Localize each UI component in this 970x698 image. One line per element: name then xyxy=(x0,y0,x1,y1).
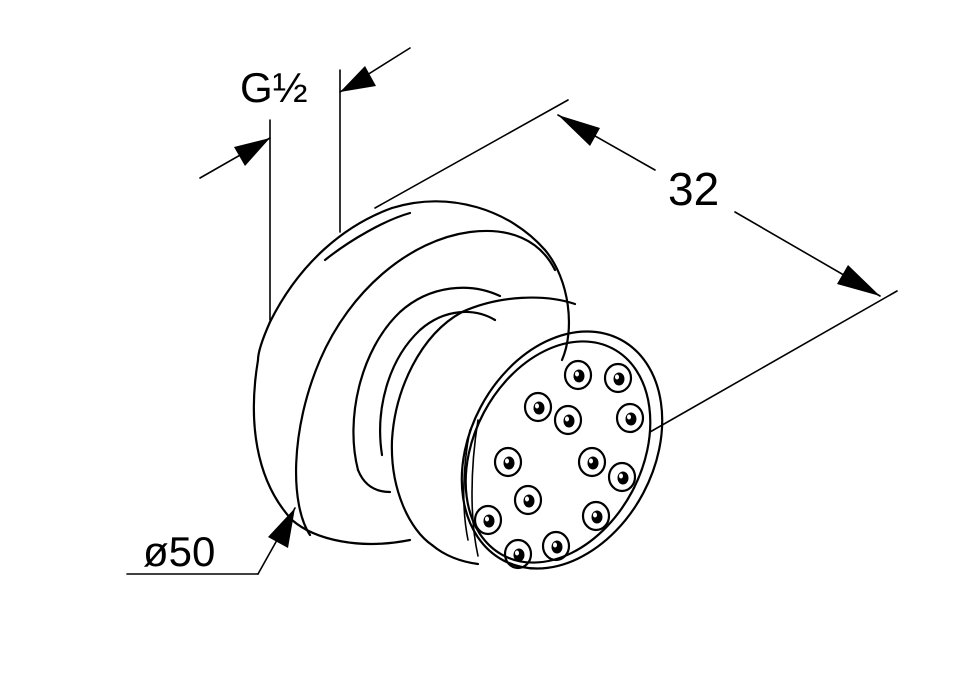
flange-front-rim xyxy=(390,200,571,362)
jet-body xyxy=(252,200,577,566)
spray-face-rim xyxy=(464,340,652,564)
nozzle xyxy=(615,402,645,434)
nozzle-ring xyxy=(513,484,543,516)
flange-rear-lip xyxy=(256,320,272,362)
nozzle xyxy=(541,530,571,562)
thread-label: G½ xyxy=(240,64,308,111)
neck-base xyxy=(356,468,392,494)
nozzle-highlight xyxy=(505,458,509,464)
nozzle xyxy=(581,500,611,532)
depth-label: 32 xyxy=(668,163,719,215)
nozzle-ring xyxy=(541,530,571,562)
nozzle-highlight xyxy=(575,371,579,377)
nozzle-ring xyxy=(615,402,645,434)
flange-edge xyxy=(290,518,412,546)
nozzle-highlight xyxy=(565,416,569,422)
arrowhead-front xyxy=(837,265,880,296)
extension-line-back xyxy=(374,99,569,209)
arrowhead-left xyxy=(234,138,270,166)
flange-inner-ring xyxy=(323,211,412,262)
nozzle-jet xyxy=(533,401,545,415)
nozzle-ring xyxy=(553,404,583,436)
nozzle-jet xyxy=(503,456,515,470)
nozzle xyxy=(607,461,637,493)
nozzle-highlight xyxy=(525,496,529,502)
nozzle-jet xyxy=(563,414,575,428)
diameter-arrowhead xyxy=(268,508,295,548)
neck-outer xyxy=(352,286,502,472)
nozzle xyxy=(603,362,633,394)
thread-dimension: G½ xyxy=(199,47,411,321)
nozzle-ring xyxy=(503,538,533,570)
nozzle-ring xyxy=(607,461,637,493)
spray-face-side-ring-2 xyxy=(471,419,479,557)
diameter-dimension: ø50 xyxy=(126,507,296,575)
nozzle-highlight xyxy=(615,374,619,380)
nozzle xyxy=(473,504,503,536)
nozzle-ring xyxy=(493,446,523,478)
nozzle xyxy=(553,404,583,436)
nozzle-jet xyxy=(587,456,599,470)
nozzle-ring xyxy=(473,504,503,536)
nozzle-jet xyxy=(573,369,585,383)
arrowhead-right xyxy=(340,66,376,92)
nozzle xyxy=(523,391,553,423)
nozzle-jet xyxy=(513,548,525,562)
spray-face-outer xyxy=(460,330,664,570)
nozzle-ring xyxy=(581,500,611,532)
nozzle xyxy=(503,538,533,570)
nozzle-jet xyxy=(613,372,625,386)
flange-front-face xyxy=(294,229,557,537)
neck-inner xyxy=(379,310,497,457)
nozzle-highlight xyxy=(627,414,631,420)
nozzle-highlight xyxy=(553,542,557,548)
nozzle xyxy=(493,446,523,478)
nozzle-jet xyxy=(523,494,535,508)
head-top-edge xyxy=(460,296,577,314)
nozzle-highlight xyxy=(619,473,623,479)
nozzle-ring xyxy=(523,391,553,423)
nozzle-highlight xyxy=(535,403,539,409)
nozzle xyxy=(577,446,607,478)
nozzle-ring xyxy=(577,446,607,478)
flange-rear-inner xyxy=(252,358,294,522)
flange-rear-outline xyxy=(268,206,394,324)
depth-dimension: 32 xyxy=(374,99,898,433)
nozzle-highlight xyxy=(589,458,593,464)
arrowhead-back xyxy=(558,115,600,146)
nozzle-jet xyxy=(617,471,629,485)
nozzle-highlight xyxy=(485,516,489,522)
nozzle-group xyxy=(473,359,645,570)
nozzle-jet xyxy=(551,540,563,554)
extension-line-front xyxy=(649,290,898,433)
nozzle xyxy=(563,359,593,391)
nozzle-jet xyxy=(625,412,637,426)
head-side-outline xyxy=(390,310,464,547)
nozzle-highlight xyxy=(593,512,597,518)
nozzle-highlight xyxy=(515,550,519,556)
nozzle xyxy=(513,484,543,516)
spray-face xyxy=(460,330,664,570)
nozzle-jet xyxy=(483,514,495,528)
diameter-label: ø50 xyxy=(143,528,215,575)
spray-face-side-ring xyxy=(462,429,471,541)
head-bottom-edge xyxy=(430,543,480,566)
nozzle-ring xyxy=(563,359,593,391)
nozzle-jet xyxy=(591,510,603,524)
nozzle-ring xyxy=(603,362,633,394)
